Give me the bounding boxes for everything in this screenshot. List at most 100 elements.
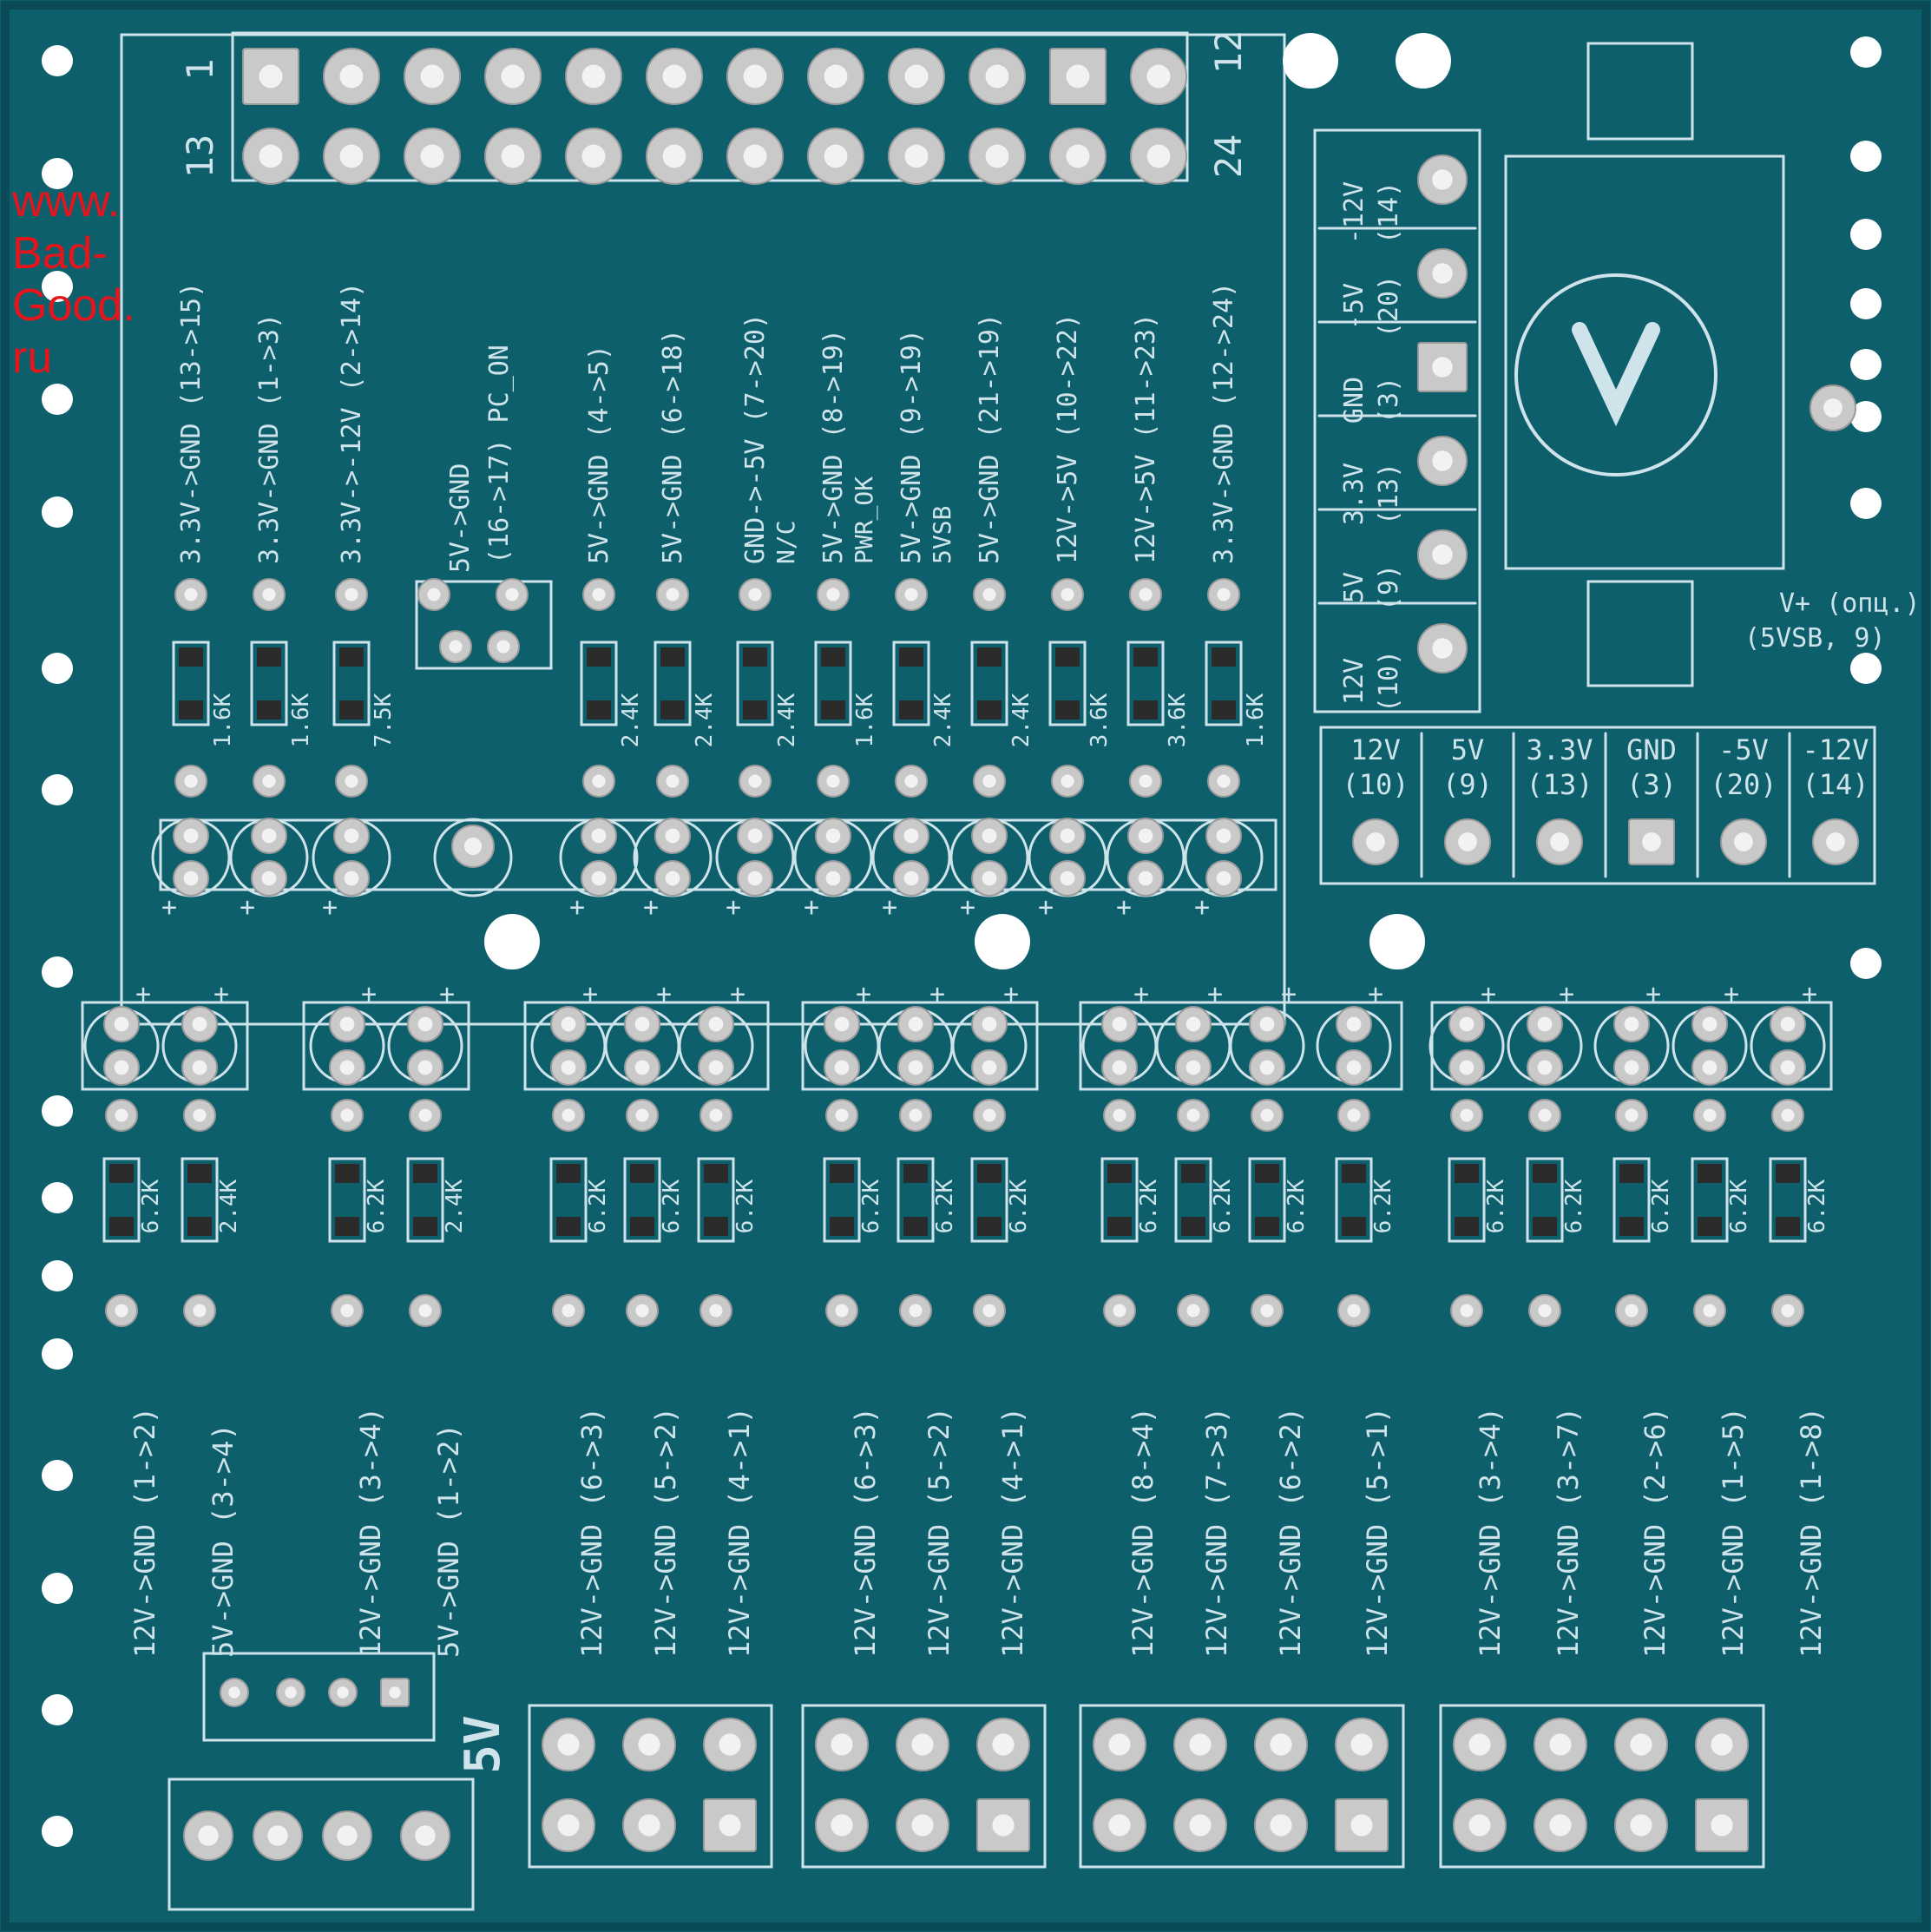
pad-hole [831, 1814, 853, 1837]
channel-label: 12V->5V (11->23) [1131, 313, 1161, 564]
pad-hole [1108, 1814, 1131, 1837]
voltmeter-icon [1572, 322, 1660, 427]
plus-mark: + [1281, 979, 1297, 1009]
pad-hole [824, 64, 848, 89]
pad-hole [666, 588, 680, 601]
pad-hole [1460, 1108, 1474, 1122]
terminal-voltage-label: -5V [1718, 733, 1769, 766]
resistor-value: 6.2K [659, 1179, 685, 1233]
resistor-outline [1174, 1157, 1212, 1243]
watermark-line: www. [12, 176, 121, 227]
terminal-voltage-label: 3.3V [1526, 733, 1593, 766]
plus-mark: + [213, 979, 229, 1009]
pad-hole [662, 144, 686, 168]
watermark-line: ru [12, 332, 53, 383]
pad-hole [743, 144, 767, 168]
pad-hole [1186, 1304, 1200, 1318]
pad-hole [826, 588, 840, 601]
resistor-outline [823, 1157, 861, 1243]
rail-pin-label: (10) [1374, 650, 1404, 713]
resistor-value: 6.2K [1210, 1179, 1236, 1233]
pad-hole [1711, 1733, 1733, 1756]
resistor-pad [1107, 1217, 1132, 1236]
rail-voltage-label: 12V [1339, 658, 1369, 705]
mounting-hole [42, 1338, 73, 1370]
resistor-value: 6.2K [585, 1179, 611, 1233]
channel-label: 5V->GND (3->4) [207, 1423, 240, 1658]
pad-hole [1259, 1016, 1275, 1032]
channel-label: 12V->GND (1->5) [1717, 1407, 1750, 1658]
resistor-pad [1619, 1217, 1644, 1236]
pad-hole [418, 1304, 432, 1318]
channel-label: 3.3V->GND (12->24) [1209, 282, 1239, 564]
resistor-pad [1255, 1217, 1279, 1236]
resistor-outline [623, 1157, 661, 1243]
resistor-outline [1248, 1157, 1286, 1243]
resistor-pad [1181, 1217, 1205, 1236]
atx-pin-label: 24 [1207, 135, 1250, 179]
terminal-pin-label: (13) [1526, 768, 1593, 801]
atx-pin-label: 12 [1207, 30, 1250, 75]
molex-outline [202, 1652, 436, 1742]
pad-layer [42, 33, 1882, 1861]
mounting-hole [1850, 948, 1882, 979]
pad-hole [1260, 1304, 1274, 1318]
resistor-outline [328, 1157, 366, 1243]
mounting-hole [42, 1260, 73, 1291]
channel-sublabel: 5VSB [928, 506, 956, 564]
terminal-voltage-label: -12V [1802, 733, 1869, 766]
mounting-hole [1850, 653, 1882, 684]
resistor-value: 6.2K [858, 1179, 884, 1233]
pad-hole [1549, 1814, 1572, 1837]
resistor-pad [899, 700, 923, 720]
plus-mark: + [1724, 979, 1739, 1009]
pad-hole [496, 640, 510, 654]
pad-hole [831, 1733, 853, 1756]
pad-hole [427, 588, 441, 601]
mounting-hole [42, 271, 73, 302]
resistor-pad [556, 1217, 581, 1236]
resistor-pad [1342, 1164, 1366, 1183]
pad-hole [992, 1733, 1015, 1756]
plus-mark: + [1368, 979, 1383, 1009]
pad-hole [339, 1016, 355, 1032]
pad-hole [1703, 1304, 1717, 1318]
pad-hole [748, 774, 762, 788]
pad-hole [635, 1304, 649, 1318]
pad-hole [982, 588, 996, 601]
pad-hole [337, 1825, 358, 1846]
pad-hole [505, 588, 519, 601]
pad-hole [1216, 871, 1232, 886]
pad-hole [1139, 774, 1153, 788]
resistor-pad [556, 1164, 581, 1183]
eps8-outline [1079, 1704, 1405, 1869]
plus-mark: + [1481, 979, 1496, 1009]
pcie6-outline [801, 1704, 1047, 1869]
pad-hole [115, 1304, 128, 1318]
pad-hole [1270, 1814, 1292, 1837]
resistor-pad [1776, 1164, 1800, 1183]
pad-hole [904, 774, 918, 788]
resistor-outline [580, 641, 618, 726]
pad-hole [1432, 544, 1453, 565]
pad-hole [192, 1060, 207, 1075]
resistor-outline [549, 1157, 588, 1243]
plus-mark: + [135, 979, 151, 1009]
mounting-hole [1850, 36, 1882, 68]
resistor-value: 6.2K [1136, 1179, 1162, 1233]
led-group-outline [81, 1001, 249, 1091]
pad-hole [1113, 1304, 1126, 1318]
pad-hole [1702, 1016, 1718, 1032]
pad-hole [557, 1733, 580, 1756]
resistor-outline [332, 641, 371, 726]
pad-hole [747, 828, 763, 844]
pad-hole [985, 64, 1009, 89]
mounting-hole [975, 914, 1030, 969]
mounting-hole [484, 914, 540, 969]
pad-hole [903, 871, 919, 886]
plus-mark: + [361, 979, 377, 1009]
pcie6-outline [528, 1704, 773, 1869]
pad-hole [1138, 828, 1153, 844]
resistor-value: 6.2K [1726, 1179, 1752, 1233]
pad-hole [1459, 1016, 1475, 1032]
